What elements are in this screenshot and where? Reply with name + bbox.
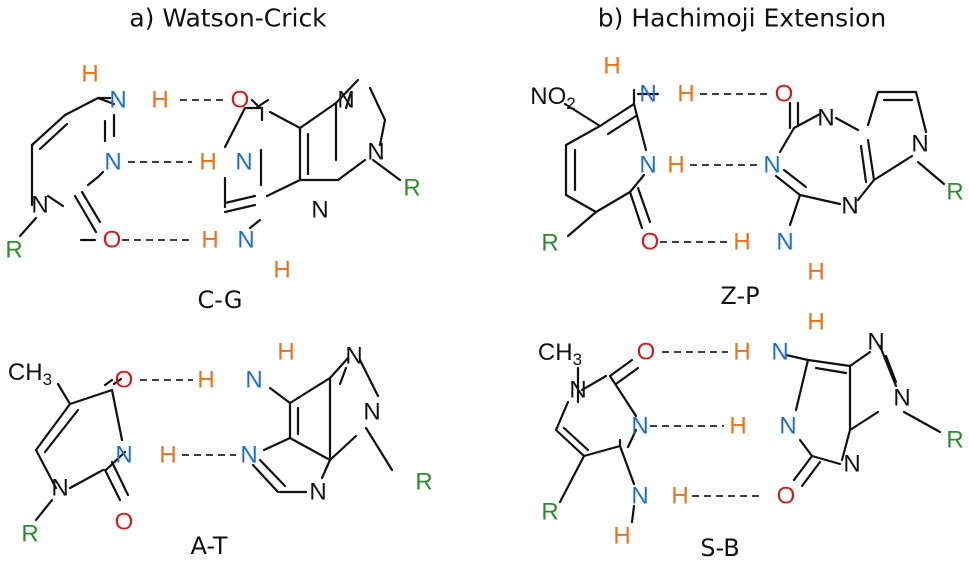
atom-h: H	[81, 61, 98, 88]
atom-r: R	[541, 230, 558, 257]
atom-h: H	[807, 309, 824, 336]
atom-n: N	[104, 149, 121, 176]
atom-r: R	[946, 427, 963, 454]
label-a-t: A-T	[190, 532, 227, 560]
pair-c-g: H N H O N H N N O H N H R N N N R C-G	[5, 61, 420, 315]
pair-a-t: CH3 O H N H N H N N O R N N N R A-T	[8, 339, 433, 561]
atom-h: H	[733, 229, 750, 256]
atom-o: O	[103, 227, 122, 254]
atom-n: N	[311, 197, 328, 224]
atom-n: N	[367, 139, 384, 166]
heading-hachimoji: b) Hachimoji Extension	[598, 4, 886, 33]
atom-n: N	[240, 442, 257, 469]
atom-h: H	[667, 152, 684, 179]
atom-o: O	[777, 483, 796, 510]
atom-n: N	[639, 81, 656, 108]
atom-n: N	[763, 152, 780, 179]
atom-n: N	[337, 87, 354, 114]
atom-h: H	[277, 339, 294, 366]
atom-n: N	[771, 339, 788, 366]
atom-r: R	[403, 175, 420, 202]
atom-n: N	[631, 413, 648, 440]
atom-n: N	[237, 227, 254, 254]
atom-methyl: CH3	[8, 359, 52, 389]
atom-n: N	[109, 87, 126, 114]
atom-h: H	[197, 367, 214, 394]
label-c-g: C-G	[198, 286, 243, 314]
atom-o: O	[641, 229, 660, 256]
atom-n: N	[776, 229, 793, 256]
atom-o: O	[775, 81, 794, 108]
atom-n: N	[817, 105, 834, 132]
atom-o: O	[115, 509, 134, 536]
atom-h: H	[603, 53, 620, 80]
atom-nitro: NO2	[530, 83, 575, 113]
atom-h: H	[273, 257, 290, 284]
atom-r: R	[21, 521, 38, 548]
pair-s-b: CH3 N O H N H N H N N H O H R N N N R S-…	[538, 309, 964, 562]
atom-n: N	[245, 367, 262, 394]
atom-n: N	[115, 442, 132, 469]
heading-watson-crick: a) Watson-Crick	[129, 4, 327, 33]
atom-h: H	[807, 259, 824, 286]
atom-n: N	[345, 343, 362, 370]
nitro-text: NO	[530, 83, 566, 110]
atom-n: N	[51, 475, 68, 502]
atom-r: R	[541, 499, 558, 526]
atom-r: R	[415, 469, 432, 496]
atom-h: H	[677, 81, 694, 108]
atom-o: O	[231, 87, 250, 114]
atom-n: N	[911, 131, 928, 158]
atom-n: N	[31, 192, 48, 219]
label-z-p: Z-P	[720, 282, 759, 310]
methyl-subscript: 3	[43, 370, 52, 389]
atom-h: H	[151, 87, 168, 114]
atom-n: N	[569, 377, 586, 404]
nitro-subscript: 2	[566, 94, 575, 113]
atom-h: H	[613, 523, 630, 550]
atom-o: O	[637, 339, 656, 366]
pair-z-p: NO2 H N H O N H N O H N H R N N N R Z-P	[530, 53, 963, 311]
atom-h: H	[729, 413, 746, 440]
atom-n: N	[309, 479, 326, 506]
atom-r: R	[946, 179, 963, 206]
atom-h: H	[671, 483, 688, 510]
label-s-b: S-B	[700, 534, 740, 562]
methyl-text: CH	[8, 359, 43, 386]
atom-n: N	[893, 385, 910, 412]
atom-n: N	[639, 152, 656, 179]
atom-r: R	[5, 237, 22, 264]
atom-methyl: CH3	[538, 339, 582, 369]
atom-n: N	[843, 451, 860, 478]
methyl-subscript: 3	[573, 350, 582, 369]
atom-h: H	[199, 149, 216, 176]
atom-n: N	[779, 413, 796, 440]
atom-n: N	[235, 149, 252, 176]
atom-n: N	[363, 399, 380, 426]
atom-o: O	[115, 367, 134, 394]
atom-h: H	[159, 442, 176, 469]
atom-n: N	[631, 483, 648, 510]
atom-h: H	[733, 339, 750, 366]
atom-n: N	[841, 193, 858, 220]
atom-n: N	[867, 329, 884, 356]
atom-h: H	[201, 227, 218, 254]
methyl-text: CH	[538, 339, 573, 366]
